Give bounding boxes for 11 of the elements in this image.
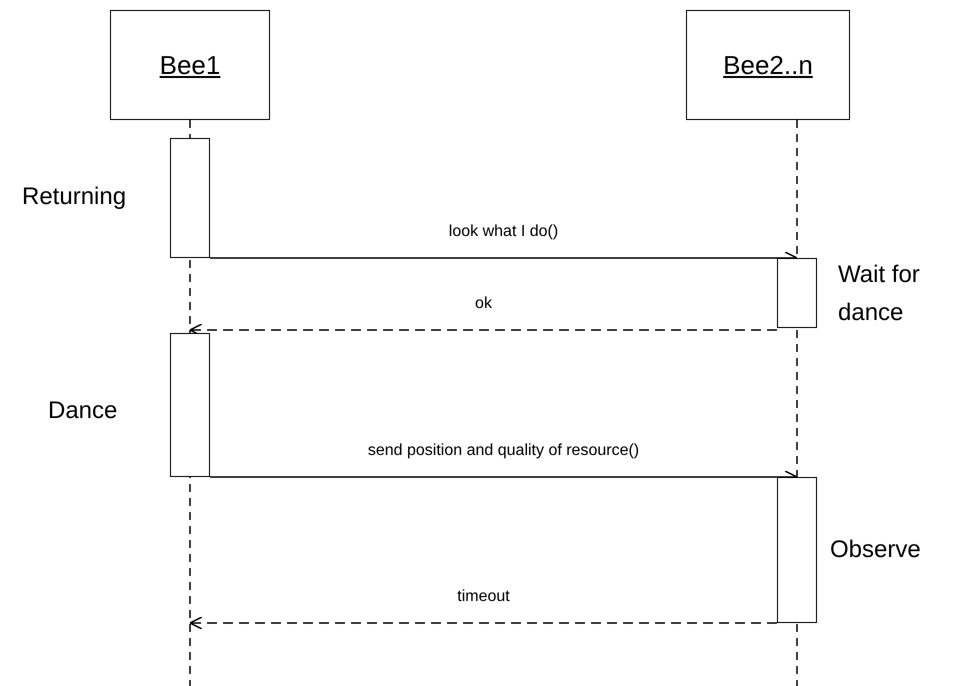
participant-box: Bee1 [110, 10, 270, 120]
message-arrow [189, 616, 777, 630]
activation-label: Dance [48, 396, 118, 426]
activation-label: Returning [22, 182, 128, 212]
activation-label: Observe [830, 535, 922, 565]
activation-label: Wait for dance [838, 260, 921, 328]
activation-bar [777, 258, 817, 328]
activation-bar [170, 138, 210, 258]
activation-bar [170, 333, 210, 477]
activation-bar [777, 477, 817, 623]
participant-box: Bee2..n [686, 10, 850, 120]
